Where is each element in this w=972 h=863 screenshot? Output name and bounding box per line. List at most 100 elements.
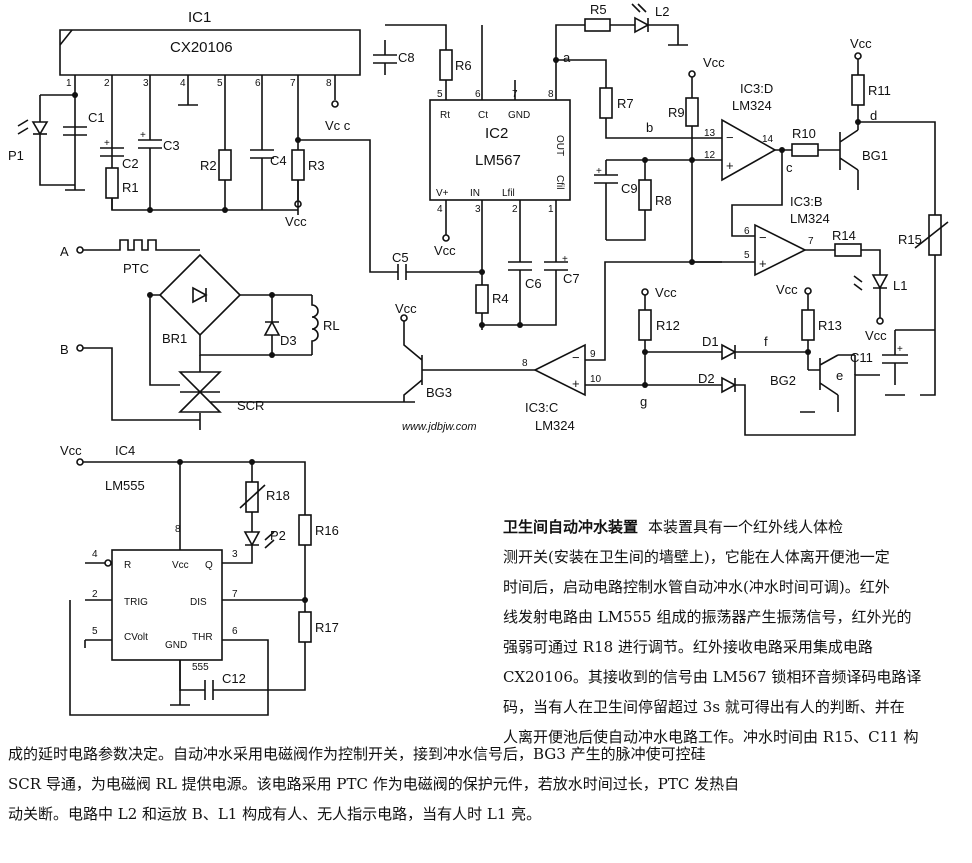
ic2-pin6: 6 <box>475 89 481 100</box>
ic2-pin2: 2 <box>512 204 518 215</box>
bg1-label: BG1 <box>862 148 888 163</box>
ic2-lfil: Lfil <box>502 188 515 199</box>
ic2-rt: Rt <box>440 110 450 121</box>
ic4-gnd: GND <box>165 640 187 651</box>
c6-label: C6 <box>525 276 542 291</box>
ic2-cfil: Cfil <box>554 175 565 189</box>
c8-r6: C8 R6 <box>373 24 516 100</box>
p1-label: P1 <box>8 148 24 163</box>
ic1-pin1: 1 <box>66 78 72 89</box>
vcc-label-bg3: Vcc <box>395 301 417 316</box>
ic2-in: IN <box>470 188 480 199</box>
ic4-q: Q <box>205 560 213 571</box>
ic4-pin4: 4 <box>92 549 98 560</box>
ic2-part: LM567 <box>475 152 521 169</box>
r1-label: R1 <box>122 180 139 195</box>
r4-label: R4 <box>492 291 509 306</box>
ic2-gnd: GND <box>508 110 530 121</box>
bg1-transistor: BG1 Vcc R11 d R15 <box>839 36 949 396</box>
svg-text:−: − <box>572 350 580 365</box>
ic4-trig: TRIG <box>124 597 148 608</box>
ic2-out: OUT <box>554 135 565 156</box>
description-line: 时间后，启动电路控制水管自动冲水(冲水时间可调)。红外 <box>503 578 890 596</box>
ic3d-label: IC3:D <box>740 81 773 96</box>
ic4-label: IC4 <box>115 443 135 458</box>
d3-label: D3 <box>280 333 297 348</box>
ic2-lm567: Rt Ct GND OUT IC2 LM567 V+ IN Lfil Cfil … <box>392 89 580 330</box>
br1-label: BR1 <box>162 331 187 346</box>
node-c: c <box>786 160 793 175</box>
r16-label: R16 <box>315 523 339 538</box>
ic4-lm555: Vcc IC4 LM555 8 R Vcc Q TRIG DIS CVolt G… <box>60 443 339 716</box>
ic3b-opamp: − + 6 5 7 IC3:B LM324 R14 L1 Vcc <box>689 194 907 343</box>
ic2-label: IC2 <box>485 125 508 142</box>
node-g: g <box>640 394 647 409</box>
ic1-pin5: 5 <box>217 78 223 89</box>
svg-text:+: + <box>726 158 734 173</box>
r18-label: R18 <box>266 488 290 503</box>
svg-text:+: + <box>897 344 903 355</box>
ptc-label: PTC <box>123 261 149 276</box>
c5-label: C5 <box>392 250 409 265</box>
description-line: CX20106。其接收到的信号由 LM567 锁相环音频译码电路译 <box>503 668 922 686</box>
d2-label: D2 <box>698 371 715 386</box>
ic2-ct: Ct <box>478 110 488 121</box>
ic1-pin3: 3 <box>143 78 149 89</box>
vcc-label-l1: Vcc <box>865 328 887 343</box>
r14-label: R14 <box>832 228 856 243</box>
ic2-pin7: 7 <box>512 89 518 100</box>
c8-label: C8 <box>398 50 415 65</box>
ic1-cx20106: IC1 CX20106 1 2 3 4 5 6 7 8 <box>59 9 361 215</box>
vcc-label-r3: Vcc <box>285 214 307 229</box>
description-line: 线发射电路由 LM555 组成的振荡器产生振荡信号，红外光的 <box>503 608 912 626</box>
ic1-pin2: 2 <box>104 78 110 89</box>
ic3d-opamp: − + 13 12 14 IC3:D LM324 c R10 <box>704 81 840 237</box>
c12-label: C12 <box>222 671 246 686</box>
vcc-label-ic4: Vcc <box>60 443 82 458</box>
description-right-block: 卫生间自动冲水装置本装置具有一个红外线人体检 测开关(安装在卫生间的墙壁上)，它… <box>503 512 963 752</box>
ic3d-pin13: 13 <box>704 128 716 139</box>
ic3c-pin8: 8 <box>522 358 528 369</box>
ic4-pin2: 2 <box>92 589 98 600</box>
vcc-label-ic1: Vc c <box>325 118 351 133</box>
ic1-pin4: 4 <box>180 78 186 89</box>
ic4-r: R <box>124 560 131 571</box>
vcc-label-r11: Vcc <box>850 36 872 51</box>
ic1-part: CX20106 <box>170 39 233 56</box>
svg-text:−: − <box>759 230 767 245</box>
p2-label: P2 <box>270 528 286 543</box>
svg-text:−: − <box>726 130 734 145</box>
r9-label: R9 <box>668 105 685 120</box>
ic2-pin8: 8 <box>548 89 554 100</box>
vcc-label-r12: Vcc <box>655 285 677 300</box>
terminal-b: B <box>60 342 69 357</box>
r8-label: R8 <box>655 193 672 208</box>
description-line: SCR 导通，为电磁阀 RL 提供电源。该电路采用 PTC 作为电磁阀的保护元件… <box>8 775 740 793</box>
svg-text:+: + <box>759 256 767 271</box>
r5-label: R5 <box>590 2 607 17</box>
vcc-label-r9: Vcc <box>703 55 725 70</box>
watermark: www.jdbjw.com <box>402 421 477 433</box>
ic2-pin1: 1 <box>548 204 554 215</box>
c2-r1: + C2 R1 + C3 R2 C4 R3 Vcc Vc c <box>100 100 398 273</box>
svg-text:+: + <box>104 138 110 149</box>
description-line: 码，当有人在卫生间停留超过 3s 就可得出有人的判断、并在 <box>503 698 905 716</box>
ic4-dis: DIS <box>190 597 207 608</box>
ic3b-part: LM324 <box>790 211 830 226</box>
ic3c-pin9: 9 <box>590 349 596 360</box>
ic1-pin6: 6 <box>255 78 261 89</box>
c11-label: C11 <box>850 350 873 365</box>
node-b: b <box>646 120 653 135</box>
ic4-pin7: 7 <box>232 589 238 600</box>
r5-l2-r7: R5 L2 a R7 b <box>553 2 722 139</box>
power-section: A PTC BR1 D3 RL B SCR Vcc BG3 <box>60 239 452 430</box>
ic3b-pin6: 6 <box>744 226 750 237</box>
ic4-chip: 555 <box>192 662 209 673</box>
r6-label: R6 <box>455 58 472 73</box>
description-line: 测开关(安装在卫生间的墙壁上)，它能在人体离开便池一定 <box>503 548 890 566</box>
node-a: a <box>563 50 571 65</box>
ic2-pin4: 4 <box>437 204 443 215</box>
c1-label: C1 <box>88 110 105 125</box>
description-line: 成的延时电路参数决定。自动冲水采用电磁阀作为控制开关，接到冲水信号后，BG3 产… <box>8 745 706 763</box>
c7-label: C7 <box>563 271 580 286</box>
